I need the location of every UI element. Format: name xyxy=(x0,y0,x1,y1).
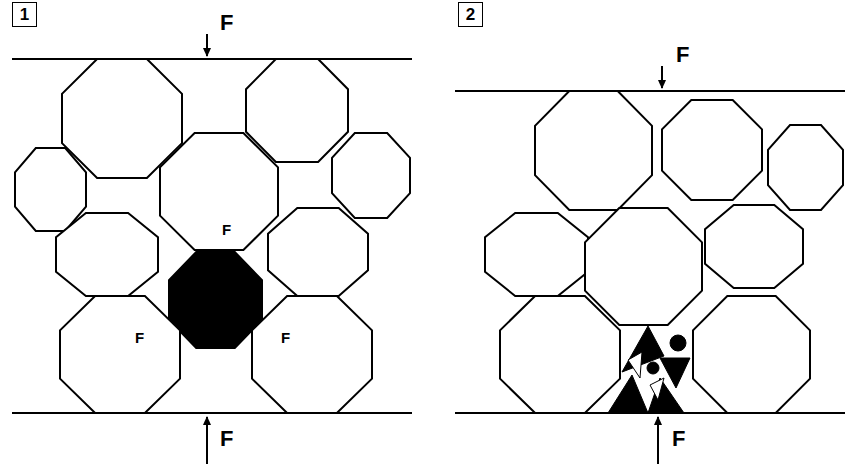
top-plate xyxy=(12,58,412,60)
panel-number: 2 xyxy=(466,6,475,23)
force-arrow xyxy=(206,34,208,56)
panel-number-box: 1 xyxy=(12,2,37,27)
grain-octagon xyxy=(160,133,278,250)
grain-octagon xyxy=(60,296,180,413)
grain-octagon xyxy=(693,296,810,413)
bottom-plate xyxy=(12,412,412,414)
force-label: F xyxy=(220,428,233,450)
grain-octagon xyxy=(705,205,803,288)
grain-octagon xyxy=(252,296,372,413)
grain-octagon xyxy=(585,208,702,325)
panel-number: 1 xyxy=(20,6,29,23)
force-label: F xyxy=(281,330,290,345)
grain-octagon xyxy=(15,148,86,231)
force-label: F xyxy=(676,44,689,66)
grain-octagon xyxy=(56,213,158,296)
force-arrow xyxy=(206,417,208,464)
grain-octagon xyxy=(485,213,588,296)
grain-octagon xyxy=(332,133,410,218)
force-label: F xyxy=(220,12,233,34)
force-arrow xyxy=(661,66,663,88)
grain-octagon xyxy=(500,296,620,413)
grain-octagon xyxy=(535,91,652,210)
force-label: F xyxy=(672,428,685,450)
grain-octagon xyxy=(268,208,368,296)
panel-number-box: 2 xyxy=(458,2,483,27)
grain-octagon xyxy=(768,125,843,210)
grain-octagon xyxy=(169,252,262,348)
crushed-fragments xyxy=(608,326,690,413)
grain-octagon xyxy=(62,59,182,178)
force-label: F xyxy=(222,222,231,237)
grain-octagon xyxy=(662,100,762,200)
force-label: F xyxy=(135,330,144,345)
grain-octagon xyxy=(246,59,348,162)
force-arrow xyxy=(657,417,659,464)
top-plate xyxy=(455,90,845,92)
